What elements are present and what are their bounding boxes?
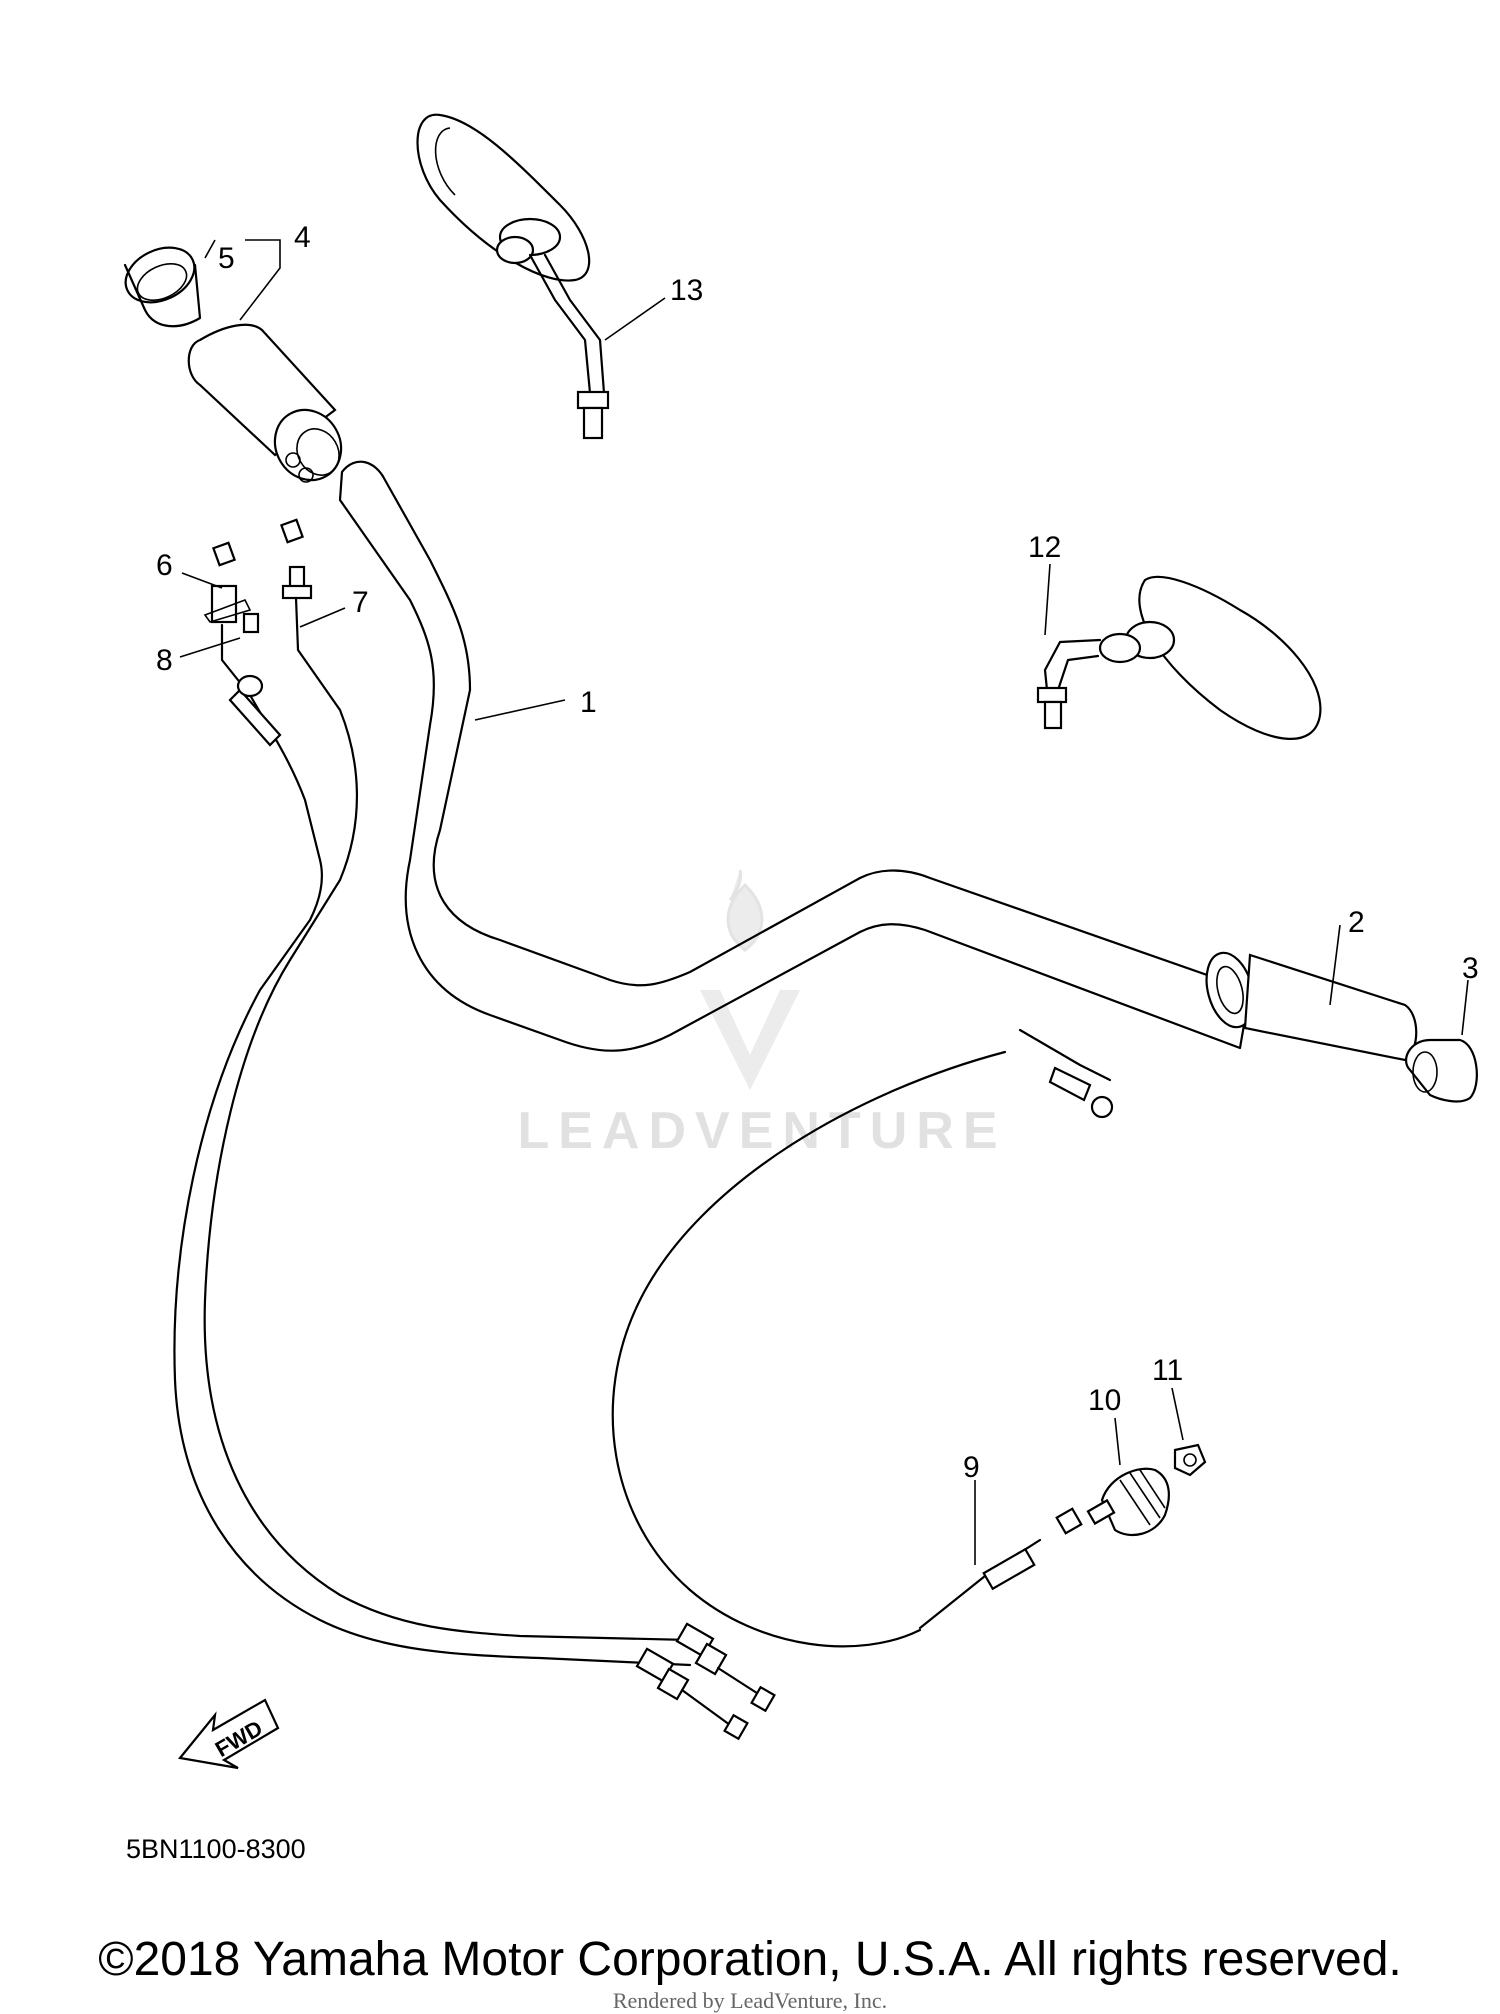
fwd-arrow: FWD [177, 1698, 280, 1770]
part-label-12: 12 [1028, 531, 1061, 564]
part-label-11: 11 [1152, 1354, 1183, 1387]
part-label-4: 4 [294, 221, 311, 254]
copyright-notice: ©2018 Yamaha Motor Corporation, U.S.A. A… [98, 1933, 1402, 1986]
left-grip-assembly [123, 246, 343, 483]
left-mirror [416, 113, 610, 440]
throttle-cables [173, 518, 692, 1667]
part-label-13: 13 [670, 274, 703, 307]
leadventure-watermark: LEADVENTURE [517, 869, 1006, 1160]
right-grip-assembly [1205, 951, 1478, 1103]
part-label-7: 7 [352, 586, 369, 619]
leader-lines [179, 239, 1469, 1565]
part-label-5: 5 [218, 242, 235, 275]
part-label-10: 10 [1088, 1384, 1121, 1417]
watermark-text: LEADVENTURE [517, 1102, 1006, 1160]
diagram-code: 5BN1100-8300 [126, 1834, 306, 1864]
part-label-1: 1 [580, 686, 597, 719]
part-label-3: 3 [1462, 952, 1479, 985]
part-label-9: 9 [963, 1451, 980, 1484]
part-label-8: 8 [156, 644, 173, 677]
cable-ends [635, 1622, 776, 1741]
clutch-cable [611, 1028, 1207, 1648]
handlebar [338, 460, 1252, 1052]
part-label-2: 2 [1348, 906, 1365, 939]
part-labels: 1 2 3 4 5 6 7 8 9 10 11 12 13 [156, 221, 1479, 1484]
rendered-by-notice: Rendered by LeadVenture, Inc. [612, 1988, 888, 2013]
v-logo-icon [700, 990, 800, 1090]
part-label-6: 6 [156, 549, 173, 582]
right-mirror [1036, 575, 1322, 740]
flame-icon [726, 869, 764, 952]
